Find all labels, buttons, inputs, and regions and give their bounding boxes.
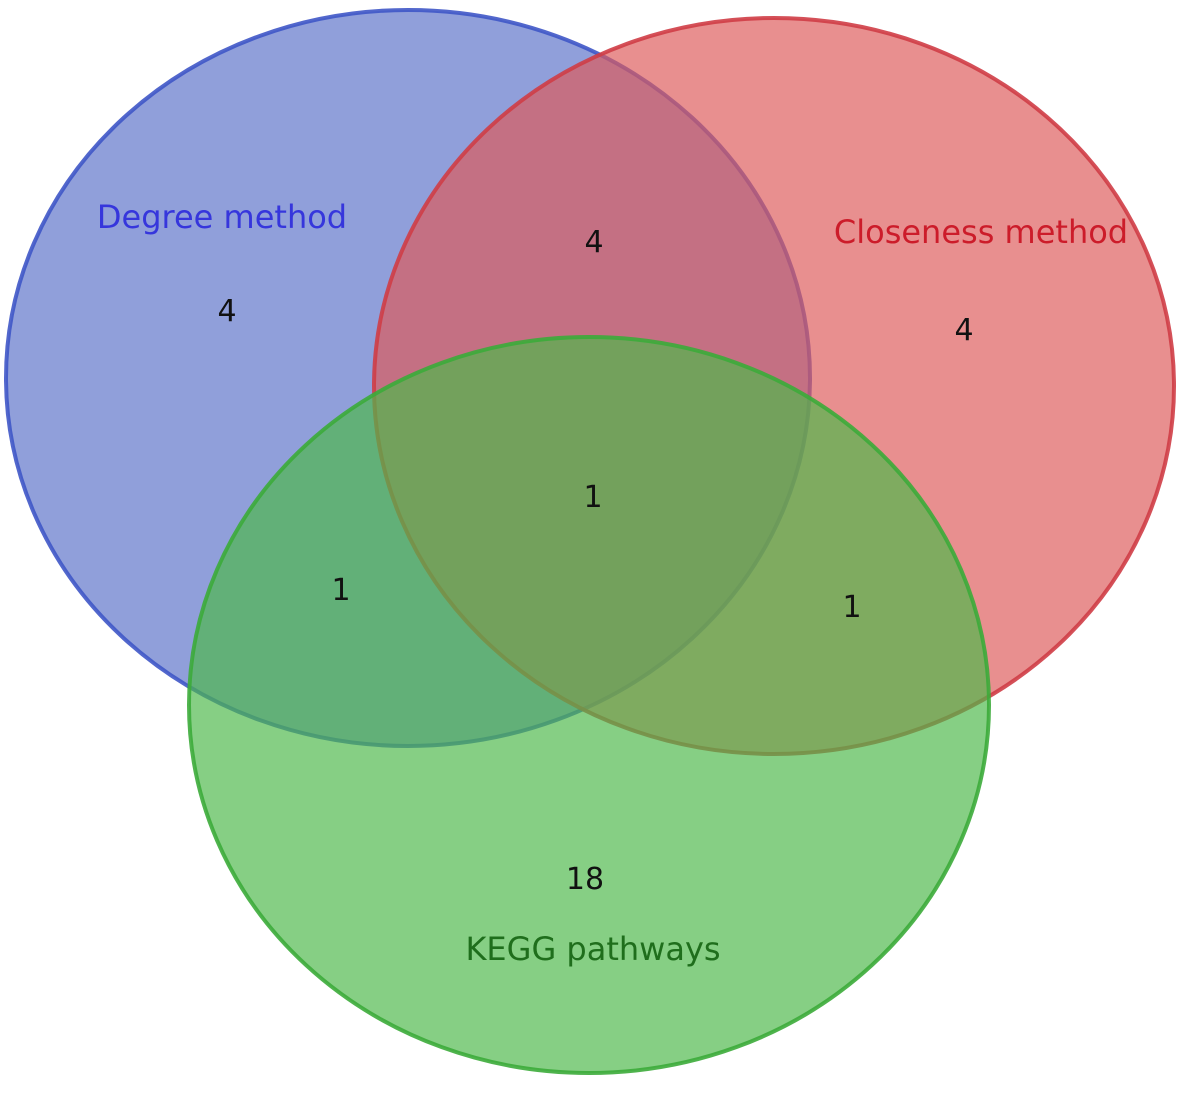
kegg-pathways-label: KEGG pathways [465,930,720,968]
kegg-pathways-circle [187,335,991,1075]
all-three-count: 1 [583,480,602,515]
closeness-only-count: 4 [954,313,973,348]
degree-closeness-count: 4 [584,225,603,260]
degree-kegg-count: 1 [331,573,350,608]
kegg-only-count: 18 [566,862,604,897]
degree-only-count: 4 [217,294,236,329]
closeness-kegg-count: 1 [842,590,861,625]
degree-method-label: Degree method [97,198,347,236]
closeness-method-label: Closeness method [834,213,1128,251]
